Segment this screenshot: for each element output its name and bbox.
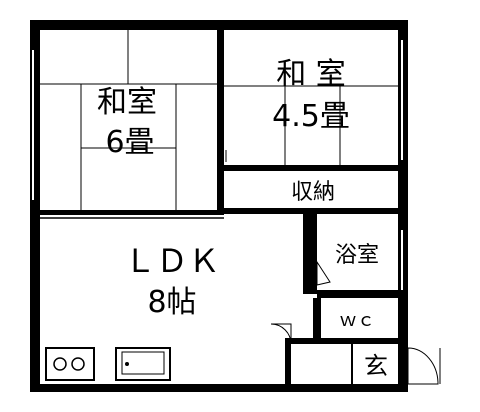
top-wall bbox=[30, 20, 408, 30]
wall-bath-bottom bbox=[317, 290, 398, 298]
sink-icon bbox=[115, 347, 171, 381]
tatami-grid-6 bbox=[40, 30, 217, 210]
stove-icon bbox=[45, 347, 95, 381]
label-ldk-name: ＬＤＫ bbox=[124, 242, 220, 280]
wall-wc-bottom bbox=[285, 338, 398, 344]
label-washitsu45-name: 和 室 bbox=[276, 57, 346, 92]
wall-storage-top bbox=[224, 165, 398, 171]
label-washitsu6-size: 6畳 bbox=[105, 125, 154, 160]
label-washitsu45-size: 4.5畳 bbox=[272, 99, 350, 134]
bottom-wall bbox=[30, 384, 285, 392]
label-bath: 浴室 bbox=[335, 243, 379, 268]
tatami-grid-45 bbox=[224, 85, 398, 165]
label-washitsu6-name: 和室 bbox=[97, 85, 157, 120]
wall-washitsu-divider bbox=[217, 30, 224, 215]
left-wall bbox=[30, 20, 40, 392]
label-ldk-size: 8帖 bbox=[147, 285, 196, 320]
wall-wc-left bbox=[313, 298, 321, 342]
right-wall bbox=[398, 20, 408, 392]
wall-washitsu6-bottom bbox=[40, 210, 224, 215]
wall-entrance-left bbox=[285, 344, 291, 384]
label-entrance: 玄 bbox=[364, 352, 388, 380]
wall-bath-left bbox=[303, 214, 317, 294]
label-wc: ｗｃ bbox=[339, 310, 375, 331]
label-storage: 収納 bbox=[291, 180, 335, 205]
bottom-wall-right bbox=[285, 384, 408, 392]
wall-storage-bottom bbox=[224, 208, 398, 214]
